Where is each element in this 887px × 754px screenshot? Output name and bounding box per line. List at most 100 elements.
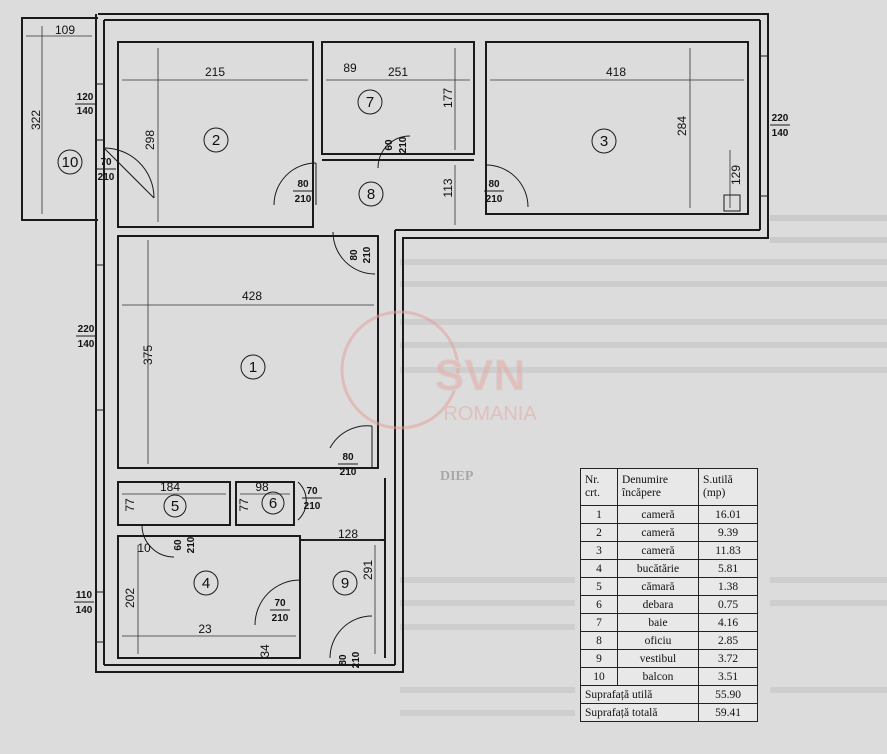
dim-291: 291 — [361, 560, 375, 580]
room-name: cămară — [617, 577, 699, 596]
room-name: cameră — [617, 541, 699, 560]
background-text: DIEP — [440, 469, 474, 484]
dim-128: 128 — [338, 527, 358, 541]
room-3-label: 3 — [600, 133, 608, 150]
room-8-label: 8 — [367, 186, 375, 203]
door-width: 60 — [384, 139, 395, 151]
room-area: 3.51 — [698, 667, 758, 686]
door-height: 210 — [304, 501, 321, 512]
room-number: 9 — [580, 649, 618, 668]
room-area: 11.83 — [698, 541, 758, 560]
useful-area-value: 55.90 — [698, 685, 758, 704]
room-area: 16.01 — [698, 505, 758, 524]
door-height: 210 — [351, 651, 362, 668]
room-7-label: 7 — [366, 94, 374, 111]
background-print: DIEP — [400, 215, 887, 716]
room-5-label: 5 — [171, 498, 179, 515]
total-area-label: Suprafață totală — [580, 703, 699, 722]
room-area: 3.72 — [698, 649, 758, 668]
dim-129: 129 — [729, 165, 743, 185]
door-height: 210 — [362, 246, 373, 263]
header-area: S.utilă — [703, 474, 733, 486]
room-name: bucătărie — [617, 559, 699, 578]
room-area: 2.85 — [698, 631, 758, 650]
room-area: 1.38 — [698, 577, 758, 596]
door-height: 210 — [398, 136, 409, 153]
room-number: 1 — [580, 505, 618, 524]
total-area-row: Suprafață totală 59.41 — [580, 703, 758, 722]
door-width: 60 — [173, 539, 184, 551]
watermark-country: ROMANIA — [443, 403, 537, 425]
window-height: 140 — [77, 106, 94, 117]
dim-202: 202 — [123, 588, 137, 608]
window-height: 140 — [772, 128, 789, 139]
room-10-label: 10 — [62, 154, 79, 171]
dim-375: 375 — [141, 345, 155, 365]
dim-177: 177 — [441, 88, 455, 108]
room-name: oficiu — [617, 631, 699, 650]
dim-418: 418 — [606, 65, 626, 79]
door-height: 210 — [295, 194, 312, 205]
window-height: 140 — [78, 339, 95, 350]
dim-215: 215 — [205, 65, 225, 79]
door-height: 210 — [186, 536, 197, 553]
door-width: 70 — [100, 157, 112, 168]
door-width: 80 — [297, 179, 309, 190]
window-width: 220 — [78, 324, 95, 335]
room-name: baie — [617, 613, 699, 632]
room-9-label: 9 — [341, 575, 349, 592]
dim-89: 89 — [343, 61, 357, 75]
window-width: 120 — [77, 92, 94, 103]
opening-fractions: 120 140 220 140 220 140 110 140 70 210 8… — [74, 92, 790, 668]
dim-428: 428 — [242, 289, 262, 303]
dim-298: 298 — [143, 130, 157, 150]
dim-77-b: 77 — [237, 498, 251, 512]
useful-area-row: Suprafață utilă 55.90 — [580, 685, 758, 704]
dim-109: 109 — [55, 23, 75, 37]
room-number: 5 — [580, 577, 618, 596]
room-4-label: 4 — [202, 575, 210, 592]
room-name: cameră — [617, 505, 699, 524]
watermark-brand: SVN — [435, 351, 525, 400]
col-area: S.utilă(mp) — [698, 468, 758, 506]
dim-98: 98 — [255, 480, 269, 494]
room-name: cameră — [617, 523, 699, 542]
door-height: 210 — [486, 194, 503, 205]
room-number: 8 — [580, 631, 618, 650]
room-number: 6 — [580, 595, 618, 614]
room-area: 9.39 — [698, 523, 758, 542]
door-height: 210 — [98, 172, 115, 183]
window-height: 140 — [76, 605, 93, 616]
dim-23: 23 — [198, 622, 212, 636]
dimension-lines — [26, 26, 744, 654]
dim-10: 10 — [137, 541, 151, 555]
door-width: 80 — [349, 249, 360, 261]
room-name: balcon — [617, 667, 699, 686]
room-number: 3 — [580, 541, 618, 560]
dim-322: 322 — [29, 110, 43, 130]
room-number: 4 — [580, 559, 618, 578]
useful-area-label: Suprafață utilă — [580, 685, 699, 704]
header-area-unit: (mp) — [703, 487, 726, 499]
dim-113: 113 — [441, 178, 455, 197]
header-name-2: încăpere — [622, 487, 661, 499]
dim-284: 284 — [675, 116, 689, 136]
watermark-logo: SVN ROMANIA — [340, 310, 537, 430]
total-area-value: 59.41 — [698, 703, 758, 722]
room-number: 2 — [580, 523, 618, 542]
header-crt: crt. — [585, 487, 601, 499]
dim-34: 34 — [258, 644, 272, 658]
room-labels: 10 2 7 3 8 1 5 6 4 9 — [57, 89, 617, 596]
dimension-texts: 109 322 298 215 89 251 177 418 284 129 1… — [29, 23, 743, 658]
room-2-label: 2 — [212, 132, 220, 149]
header-name: Denumire — [622, 474, 668, 486]
dim-251: 251 — [388, 65, 408, 79]
